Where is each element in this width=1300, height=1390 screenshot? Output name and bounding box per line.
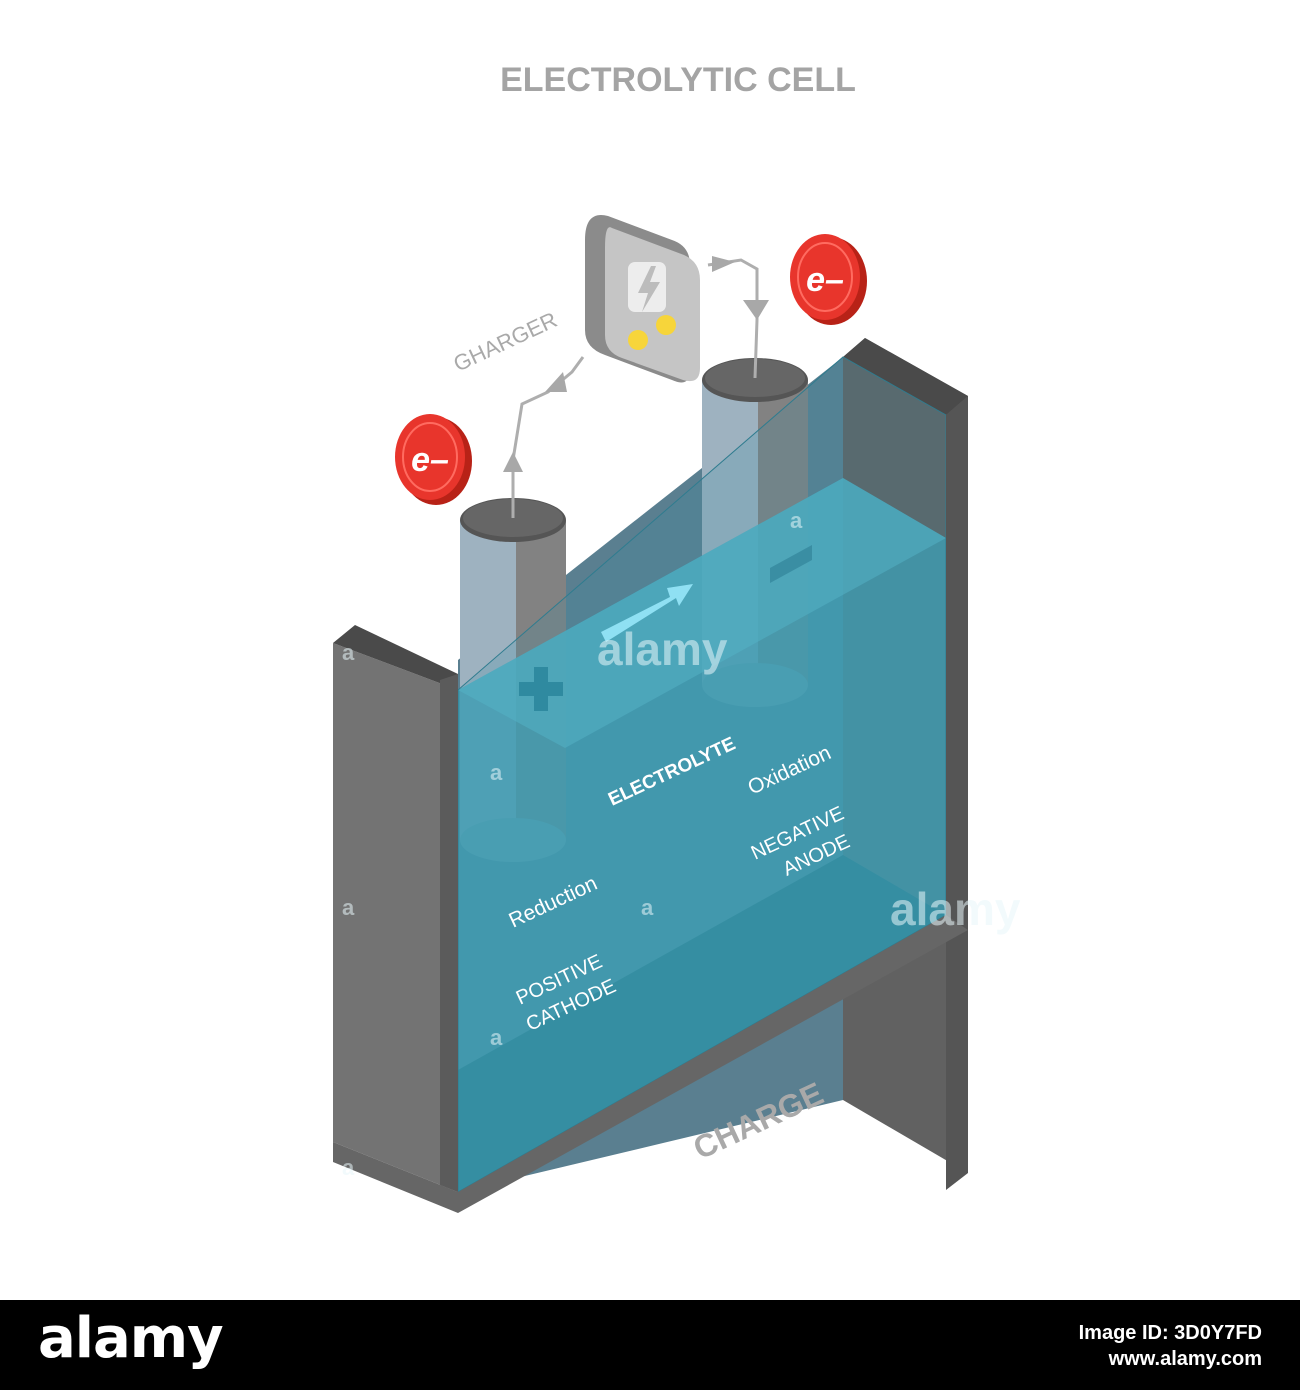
electron-label: e– (806, 261, 844, 299)
footer-logo: alamy (38, 1306, 224, 1371)
charger-terminal-icon (656, 315, 676, 335)
electron-badge-right: e– (790, 234, 867, 325)
container-left-wall-inner (440, 674, 458, 1192)
electron-badge-left: e– (395, 414, 472, 505)
container-bottom-edge (333, 915, 968, 1213)
charger-device (585, 215, 700, 383)
footer-meta: Image ID: 3D0Y7FD www.alamy.com (1079, 1320, 1262, 1372)
watermark-glyph: a (490, 1025, 503, 1050)
ion-flow-arrow-icon (601, 584, 693, 642)
watermark-text: alamy (890, 883, 1021, 935)
watermark-glyph: a (790, 508, 803, 533)
container-right-wall-top (843, 338, 968, 415)
watermark-glyph: a (641, 895, 654, 920)
watermark-text: alamy (597, 623, 728, 675)
image-id: Image ID: 3D0Y7FD (1078, 1322, 1262, 1344)
lightning-bolt-icon (638, 266, 660, 312)
watermark-glyph: a (342, 895, 355, 920)
watermark-glyph: a (342, 640, 355, 665)
electrolyte-shade (458, 855, 946, 1192)
electron-label: e– (411, 441, 449, 479)
minus-sign-icon (770, 545, 812, 583)
diagram-title: ELECTROLYTIC CELL (500, 61, 856, 99)
charger-terminal-icon (628, 330, 648, 350)
electrolytic-cell-diagram: ELECTROLYTIC CELL (333, 61, 1021, 1213)
electrolyte-surface (458, 478, 946, 748)
watermark-glyph: a (490, 760, 503, 785)
watermark: alamy alamy a a a a a a a (342, 508, 1021, 1180)
container-left-wall (333, 643, 458, 1192)
plus-sign-icon (519, 667, 563, 711)
charger-label: GHARGER (450, 307, 561, 377)
container-left-wall-top (333, 625, 458, 690)
site-url: www.alamy.com (1108, 1348, 1262, 1370)
watermark-glyph: a (342, 1155, 355, 1180)
diagram-canvas: ELECTROLYTIC CELL (333, 61, 1021, 1213)
wire-arrow-icons (503, 256, 769, 472)
container-right-wall-front (946, 396, 968, 1190)
footer-bar: alamy Image ID: 3D0Y7FD www.alamy.com (0, 1300, 1300, 1390)
